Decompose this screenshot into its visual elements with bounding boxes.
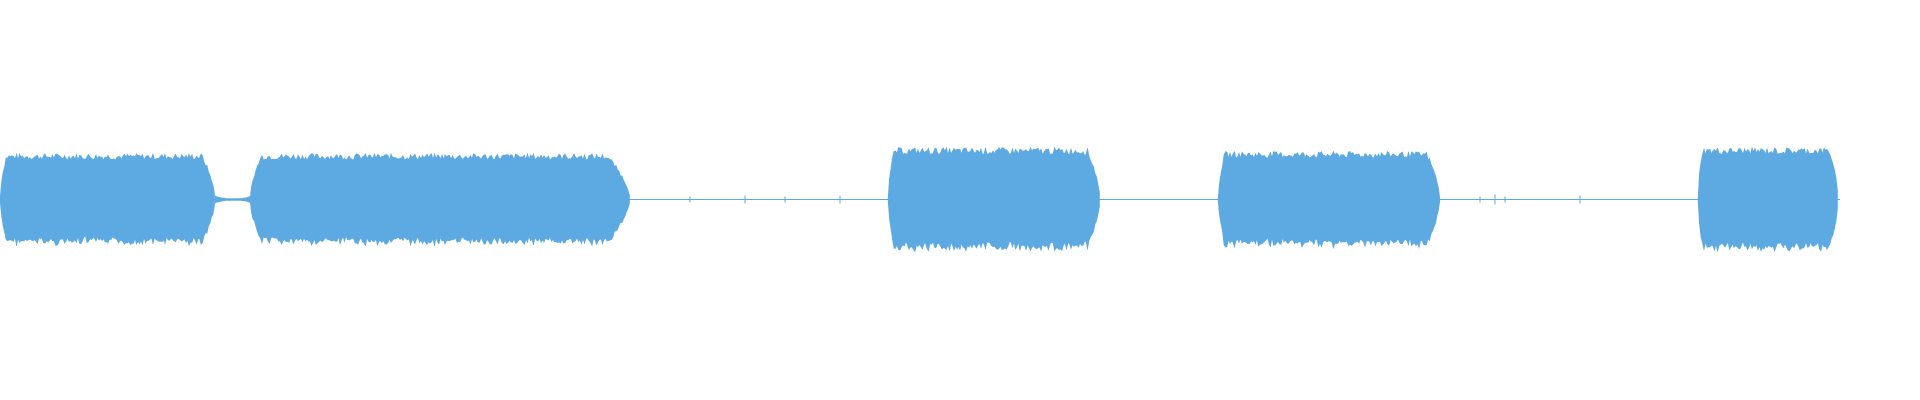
waveform-bursts	[0, 146, 1838, 253]
waveform-gap-1	[214, 195, 252, 204]
waveform-burst-2	[249, 152, 630, 247]
waveform-spikes	[689, 194, 1581, 205]
waveform-burst-3	[887, 146, 1100, 253]
waveform-burst-4	[1217, 150, 1441, 250]
waveform-burst-5	[1697, 146, 1838, 253]
waveform-burst-1	[0, 152, 215, 247]
